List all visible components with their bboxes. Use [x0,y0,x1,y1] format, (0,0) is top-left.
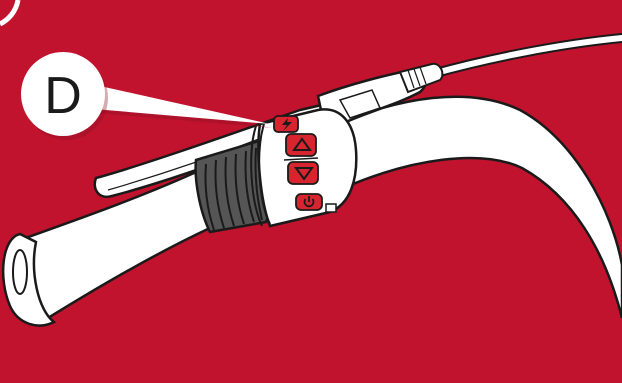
housing-screw [326,204,336,212]
corner-arc-icon [0,0,18,24]
down-button[interactable] [288,162,318,184]
cable-adjuster [400,64,442,92]
up-button[interactable] [286,134,316,156]
boost-button[interactable] [274,116,298,132]
power-button[interactable] [296,194,322,210]
handlebar-tube [328,97,622,318]
callout-label: D [44,67,82,125]
